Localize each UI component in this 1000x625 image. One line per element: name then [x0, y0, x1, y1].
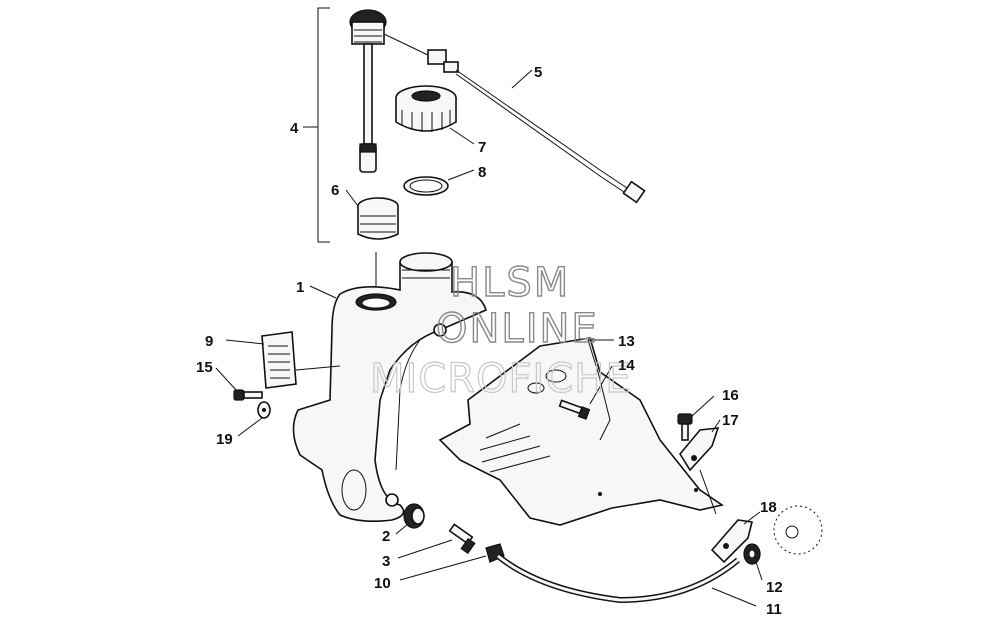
- mount-18: [710, 511, 761, 564]
- o-ring-8: [403, 169, 475, 196]
- wire-harness-5: [383, 33, 646, 204]
- fuel-sender-4: [349, 9, 387, 173]
- callout-19: 19: [216, 431, 233, 448]
- callout-2: 2: [382, 528, 390, 545]
- callout-16: 16: [722, 387, 739, 404]
- watermark: HLSM ONLINE MICROFICHE: [369, 259, 632, 402]
- callout-13: 13: [618, 333, 635, 350]
- decal-9: [225, 331, 341, 389]
- watermark-line-1: HLSM: [450, 260, 570, 306]
- callout-8: 8: [478, 164, 486, 181]
- callout-18: 18: [760, 499, 777, 516]
- watermark-line-3: MICROFICHE: [370, 356, 632, 402]
- callout-10: 10: [374, 575, 391, 592]
- watermark-line-2: ONLINE: [436, 306, 599, 352]
- bolt-16: [677, 395, 715, 441]
- grommet-12: [743, 543, 763, 581]
- callout-3: 3: [382, 553, 390, 570]
- grommet-6: [345, 189, 399, 240]
- callout-12: 12: [766, 579, 783, 596]
- fuel-cap-7: [395, 85, 475, 145]
- bracket-4: [303, 7, 330, 243]
- bracket-17: [679, 419, 721, 515]
- callout-15: 15: [196, 359, 213, 376]
- callout-17: 17: [722, 412, 739, 429]
- clamp-10: [399, 543, 505, 581]
- washer-19: [237, 401, 271, 437]
- callout-11: 11: [766, 601, 782, 618]
- callout-14: 14: [618, 357, 635, 374]
- skid-plate-13: [438, 337, 724, 526]
- fuel-tank-1: [292, 252, 487, 522]
- callout-7: 7: [478, 139, 486, 156]
- grommet-2: [395, 503, 425, 535]
- screw-14: [558, 365, 613, 420]
- fitting-3: [397, 523, 476, 559]
- callouts: 1 2 3 4 5 6 7 8 9 10 11 12 13 14 15 16 1…: [196, 64, 783, 618]
- callout-6: 6: [331, 182, 339, 199]
- bolt-15: [215, 367, 263, 401]
- callout-4: 4: [290, 120, 299, 137]
- detail-circle: [773, 505, 823, 555]
- callout-1: 1: [296, 279, 304, 296]
- hose-11: [496, 553, 757, 607]
- callout-9: 9: [205, 333, 213, 350]
- callout-5: 5: [534, 64, 542, 81]
